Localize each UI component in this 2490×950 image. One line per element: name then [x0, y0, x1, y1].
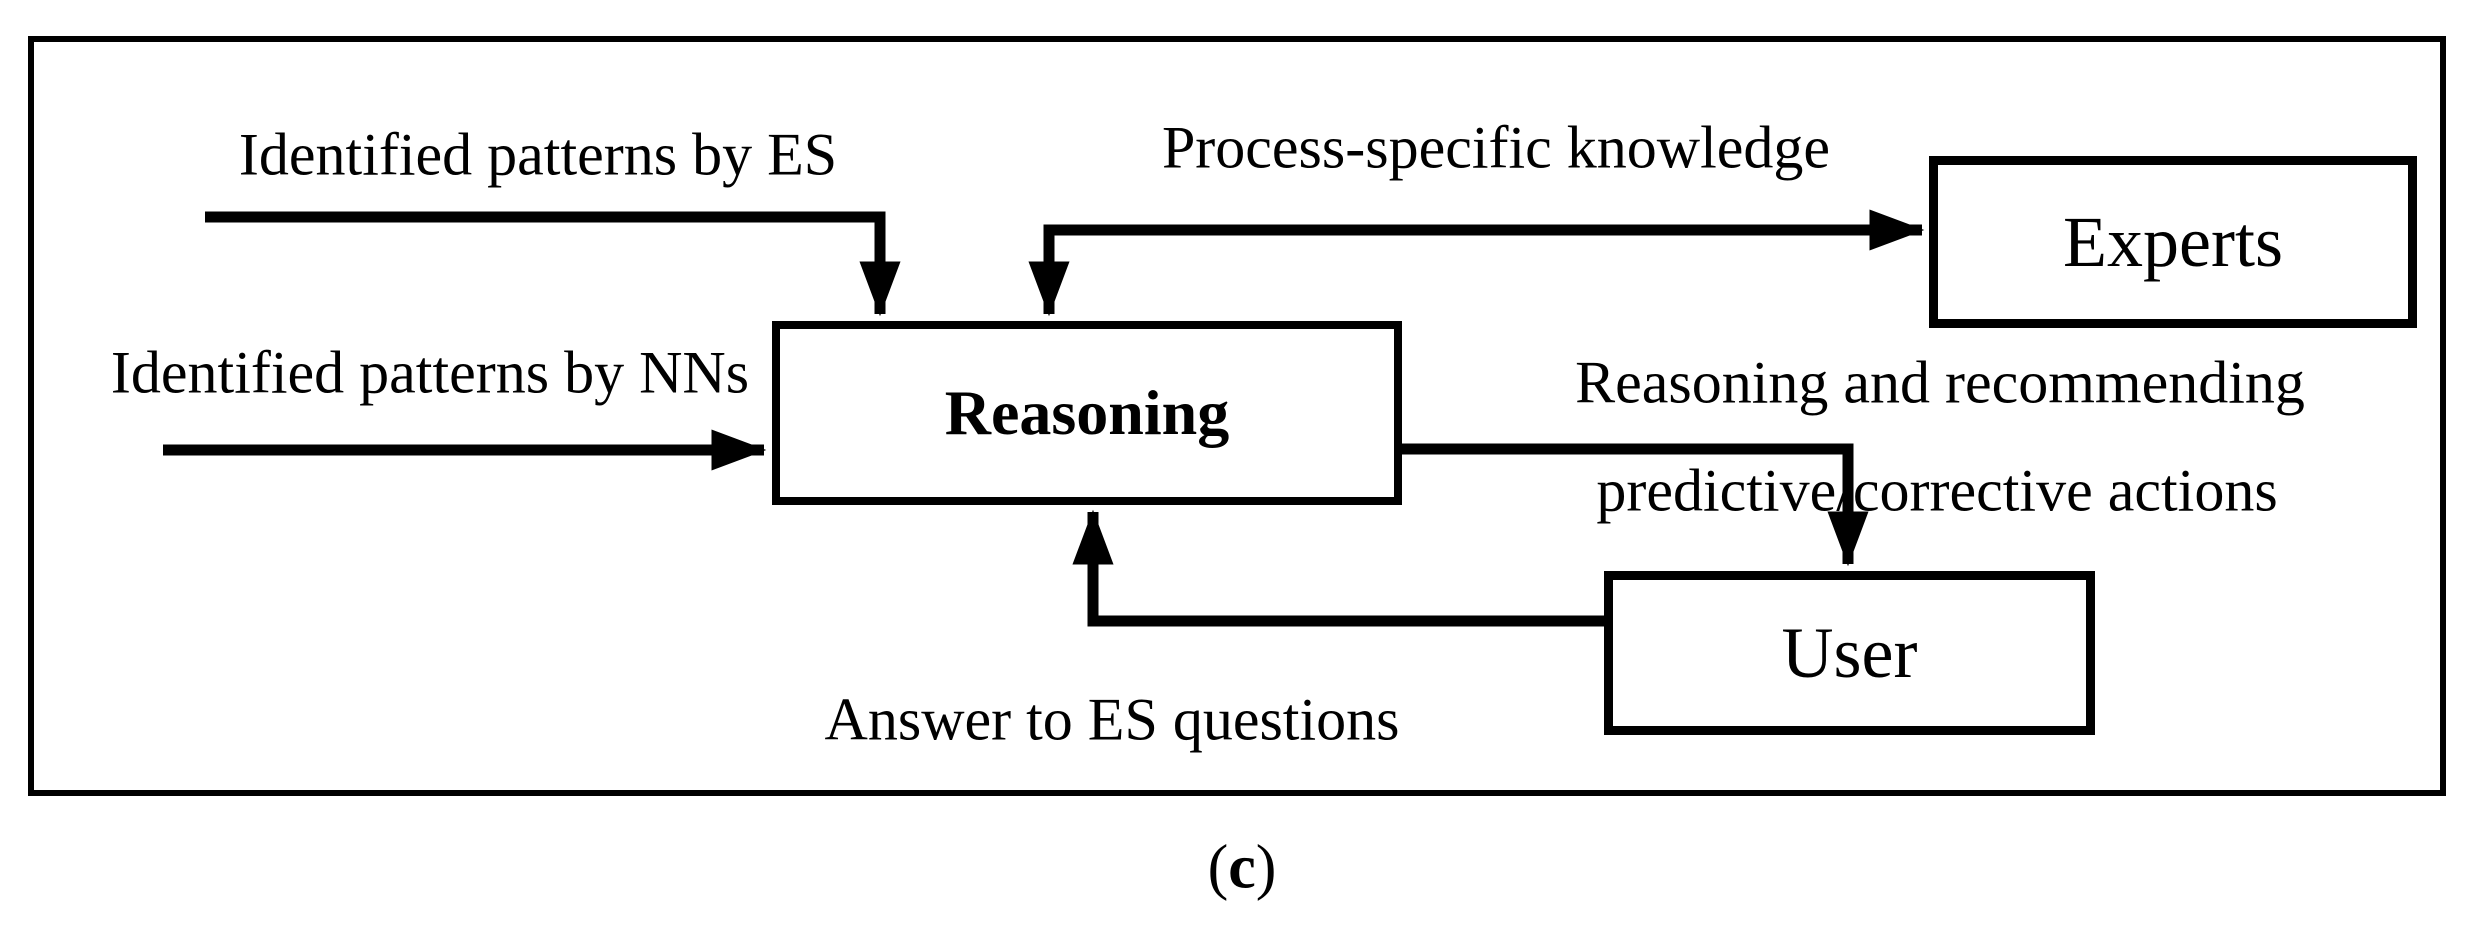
experts-label: Experts	[2063, 201, 2283, 282]
reasoning-box: Reasoning	[772, 321, 1402, 505]
figure-caption: (c)	[1208, 833, 1277, 904]
caption-open-paren: (	[1207, 833, 1229, 902]
arrow-reasoning-to-user	[1402, 443, 1869, 567]
outer-frame	[28, 36, 2446, 796]
user-label: User	[1781, 612, 1918, 693]
edge-label-identified-patterns-es: Identified patterns by ES	[238, 121, 838, 188]
experts-box: Experts	[1929, 156, 2417, 328]
edge-label-answer-to-es-questions: Answer to ES questions	[824, 686, 1400, 753]
edge-label-identified-patterns-nns: Identified patterns by NNs	[110, 339, 750, 406]
caption-letter: c	[1228, 833, 1256, 902]
arrow-es-patterns-to-reasoning	[205, 211, 901, 317]
arrow-reasoning-experts-bidirectional	[1028, 209, 1925, 317]
edge-label-reasoning-recommending-line1: Reasoning and recommending	[1575, 349, 2305, 416]
edge-label-process-specific-knowledge: Process-specific knowledge	[1161, 114, 1831, 181]
edge-label-reasoning-recommending-line2: predictive/corrective actions	[1596, 457, 2278, 524]
user-box: User	[1604, 571, 2095, 735]
arrow-user-to-reasoning	[1072, 509, 1604, 627]
reasoning-label: Reasoning	[944, 377, 1230, 448]
caption-close-paren: )	[1255, 833, 1277, 902]
